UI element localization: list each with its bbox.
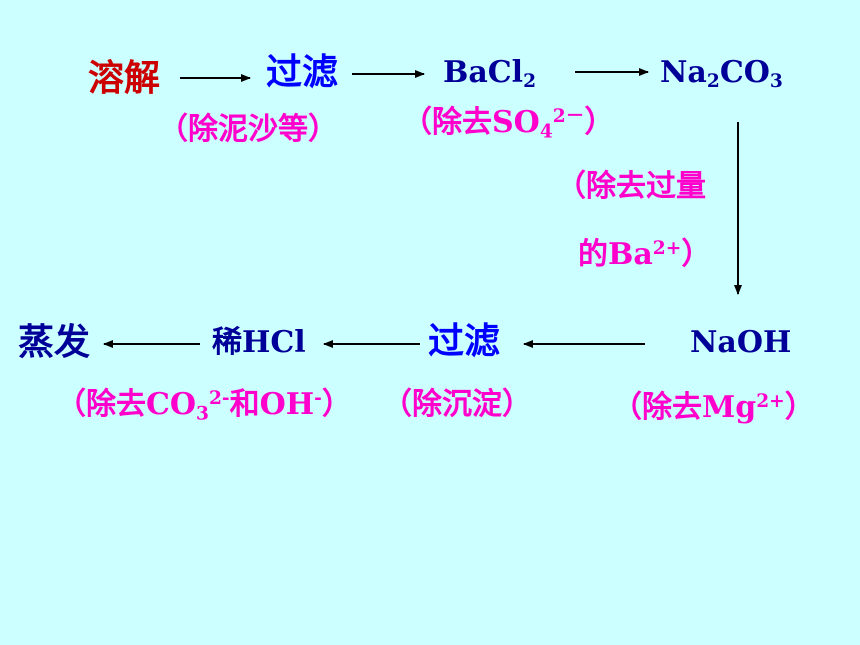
note-filter-1: （除泥沙等） <box>158 112 338 147</box>
step-evaporate: 蒸发 <box>18 321 91 363</box>
step-filter-1: 过滤 <box>266 51 339 93</box>
reagent-bacl2: BaCl2 <box>443 55 537 93</box>
note-filter-2: （除沉淀） <box>382 387 532 422</box>
reagent-dilute-hcl: 稀HCl <box>212 325 306 360</box>
note-na2co3-line2: 的Ba2+） <box>578 237 712 273</box>
note-naoh: （除去Mg2+） <box>612 390 815 426</box>
note-na2co3-line1: （除去过量 <box>556 169 706 204</box>
note-hcl: （除去CO32-和OH-） <box>56 387 352 425</box>
step-filter-2: 过滤 <box>428 320 501 362</box>
reagent-naoh: NaOH <box>690 325 792 360</box>
note-bacl2: （除去SO42－） <box>402 105 615 143</box>
reagent-na2co3: Na2CO3 <box>660 55 783 93</box>
step-dissolve: 溶解 <box>88 57 161 99</box>
